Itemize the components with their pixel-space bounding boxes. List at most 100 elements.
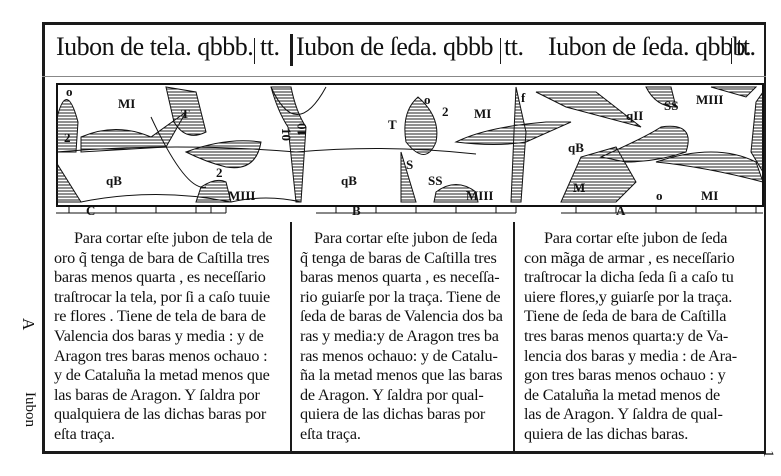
text-line: rio guiarſe por la traça. Tiene de <box>300 287 501 306</box>
hatched-piece <box>510 86 527 203</box>
header-mark: tt. <box>260 32 280 61</box>
piece-label: o <box>424 92 431 107</box>
hatched-piece <box>404 96 438 155</box>
piece-label: SS <box>664 98 678 113</box>
piece-label: f <box>521 90 526 105</box>
hatched-piece <box>80 111 187 153</box>
text-line: ras y media:y de Aragon tres ba <box>300 326 499 345</box>
text-line: qualquiera de las dichas baras por <box>54 405 267 424</box>
piece-label: MI <box>474 106 491 121</box>
text-line: Aragon tres baras menos ochauo : <box>54 346 268 365</box>
piece-label: qB <box>106 173 122 188</box>
column-divider <box>290 222 292 452</box>
text-line: tres baras menos quarta:y de Va- <box>524 326 729 345</box>
piece-label: S <box>406 157 413 172</box>
piece-label: 10 <box>279 128 294 141</box>
piece-label: o <box>656 188 663 203</box>
running-title: Iubon <box>22 392 38 427</box>
text-line: oro q̃ tenga de bara de Caſtilla tres <box>54 248 270 267</box>
piece-label: MI <box>701 188 718 203</box>
text-line: re flores . Tiene de tela de bara de <box>54 307 266 326</box>
text-line: Tiene de ſeda de bara de Caſtilla <box>524 307 727 326</box>
text-line: Valencia dos baras y media : y de <box>54 326 264 345</box>
seam-line <box>80 194 302 203</box>
piece-label: o <box>66 84 73 99</box>
piece-label: qB <box>568 140 584 155</box>
ruler-letter: A <box>616 203 626 218</box>
text-line: baras menos quarta , es neceſſa- <box>300 268 500 287</box>
text-line: ña la metad menos que las baras <box>300 366 503 385</box>
text-line: de Cataluña la metad menos de <box>524 385 721 404</box>
text-line: Para cortar eſte jubon de tela de <box>74 229 273 247</box>
piece-label: 10 <box>294 123 309 136</box>
hatched-piece <box>535 91 642 128</box>
header-mark: tt. <box>504 32 524 61</box>
piece-label: SS <box>428 173 442 188</box>
piece-label: MI <box>118 96 135 111</box>
hatched-piece <box>400 151 417 203</box>
piece-label: MIII <box>696 92 723 107</box>
seam-line <box>150 116 207 188</box>
piece-label: T <box>181 106 190 121</box>
text-line: baras menos quarta , es neceſſario <box>54 268 266 287</box>
text-line: traſtrocar la tela, por ſi a caſo tuuie <box>54 287 271 306</box>
text-line: quiera de las dichas baras por <box>300 405 486 424</box>
hatched-piece <box>645 86 677 108</box>
left-frame-rule <box>42 22 45 454</box>
piece-label: qII <box>626 108 643 123</box>
hatched-piece <box>270 86 307 203</box>
header-title: Iubon de tela. qbbb. <box>56 32 254 61</box>
piece-label: MIII <box>466 188 493 203</box>
bottom-rule <box>42 451 766 454</box>
piece-label: 2 <box>442 104 449 119</box>
text-line: Para cortar eſte jubon de ſeda <box>314 229 498 247</box>
column-divider <box>513 222 515 452</box>
hatched-piece <box>710 86 758 98</box>
page-header: Iubon de tela. qbbb. tt. Iubon de ſeda. … <box>52 28 764 72</box>
text-line: traſtrocar la dicha ſeda ſi a caſo tu <box>524 268 734 287</box>
text-line: q̃ tenga de baras de Caſtilla tres <box>300 248 497 267</box>
piece-label: 2 <box>64 130 71 145</box>
piece-label: qB <box>341 173 357 188</box>
top-rule <box>42 22 766 25</box>
page-mark: 1 <box>760 450 776 458</box>
hatched-piece <box>165 86 207 136</box>
header-title: Iubon de ſeda. qbbb. <box>548 32 752 61</box>
piece-label: T <box>388 117 397 132</box>
piece-label: 2 <box>216 165 223 180</box>
text-line: gon tres baras menos ochauo : y <box>524 366 726 385</box>
text-line: Para cortar eſte jubon de ſeda <box>544 229 728 247</box>
text-line: lencia dos baras y media : de Ara- <box>524 346 737 365</box>
hatched-piece <box>655 151 764 183</box>
signature-mark: A <box>19 318 38 331</box>
text-line: y de Cataluña la metad menos que <box>54 366 270 385</box>
hatched-piece <box>56 99 79 153</box>
header-rule <box>42 76 766 77</box>
text-line: eſta traça. <box>300 424 361 443</box>
text-column-3: Para cortar eſte jubon de ſeda con mãga … <box>524 229 737 445</box>
hatched-piece <box>56 161 82 203</box>
header-mark: tt. <box>736 32 756 61</box>
right-frame-rule <box>764 22 766 452</box>
text-line: las baras de Aragon. Y ſaldra por <box>54 385 260 404</box>
text-line: ſeda de baras de Valencia dos ba <box>300 307 503 326</box>
hatched-piece <box>184 140 262 169</box>
header-title: Iubon de ſeda. qbbb <box>296 32 494 61</box>
piece-label: M <box>573 180 585 195</box>
piece-label: MIII <box>228 188 255 203</box>
text-line: uiere flores,y guiarſe por la traça. <box>524 287 733 306</box>
hatched-piece <box>750 90 764 174</box>
hatched-piece <box>195 179 232 203</box>
text-column-2: Para cortar eſte jubon de ſeda q̃ tenga … <box>300 229 503 445</box>
text-line: con mãga de armar , es neceſſario <box>524 248 735 267</box>
ruler-letter: C <box>86 203 95 218</box>
hatched-piece <box>433 184 479 203</box>
text-line: las de Aragon. Y ſaldra de qual- <box>524 405 723 424</box>
text-column-1: Para cortar eſte jubon de tela de oro q̃… <box>54 229 273 445</box>
measure-ruler <box>56 206 763 214</box>
text-line: ras menos ochauo: y de Catalu- <box>300 346 498 365</box>
text-line: de Aragon. Y ſaldra por qual- <box>300 385 484 404</box>
hatched-piece <box>599 125 689 163</box>
text-line: eſta traça. <box>54 424 115 443</box>
ruler-letter: B <box>352 203 361 218</box>
